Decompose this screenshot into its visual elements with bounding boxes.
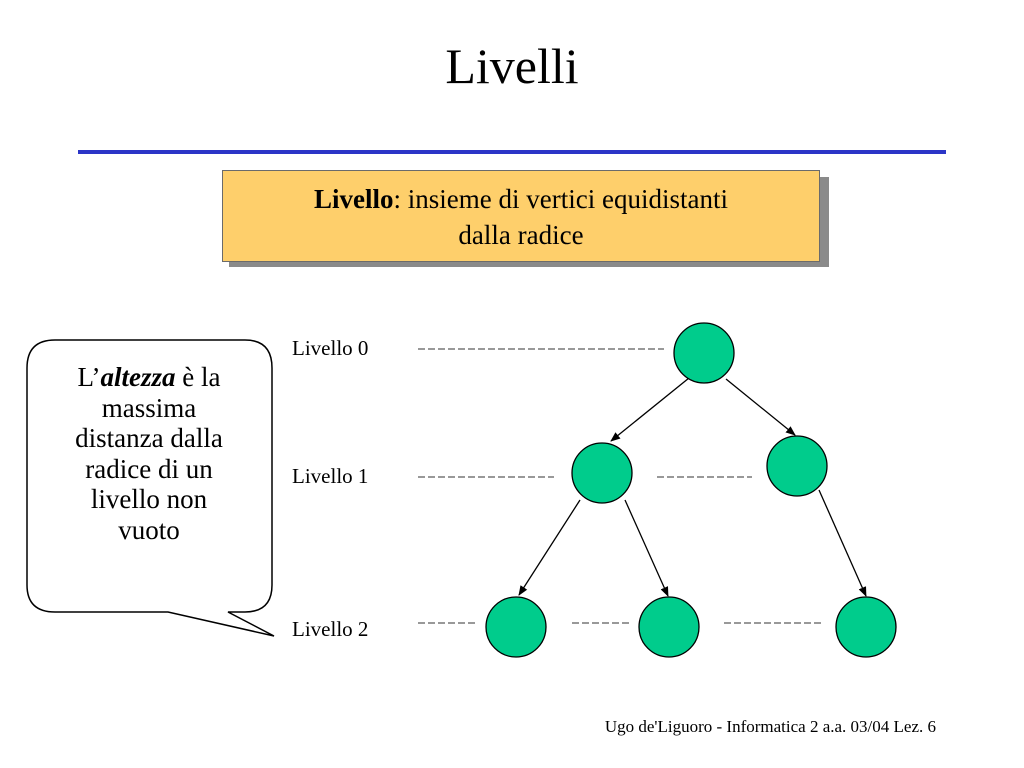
root-node xyxy=(673,322,735,384)
definition-text-line2: dalla radice xyxy=(458,220,584,250)
callout-line-2: distanza dalla xyxy=(75,423,223,453)
callout-after-term: è la xyxy=(175,362,221,392)
callout-line-3: radice di un xyxy=(85,453,213,484)
level-0-label: Livello 0 xyxy=(292,336,369,360)
edge-left-leaf2 xyxy=(624,499,669,597)
title-underline xyxy=(78,150,946,154)
callout-line-1: massima xyxy=(101,392,197,423)
level-1-label: Livello 1 xyxy=(292,464,369,488)
callout-term: altezza xyxy=(100,362,176,392)
definition-term: Livello xyxy=(314,184,394,214)
level-2-label: Livello 2 xyxy=(292,617,369,641)
callout-line-4: livello non xyxy=(90,484,208,514)
callout-line-5: vuoto xyxy=(118,514,180,545)
definition-box: Livello: insieme di vertici equidistanti… xyxy=(222,170,820,262)
edge-left-leaf1 xyxy=(518,499,581,596)
callout-prefix: L’ xyxy=(77,362,101,392)
level2-node-2 xyxy=(638,596,700,658)
edge-root-right xyxy=(725,378,796,436)
footer-credit: Ugo de'Liguoro - Informatica 2 a.a. 03/0… xyxy=(604,717,936,736)
level2-node-1 xyxy=(485,596,547,658)
level1-right-node xyxy=(766,435,828,497)
edge-root-left xyxy=(610,377,690,442)
level1-left-node xyxy=(571,442,633,504)
slide-title: Livelli xyxy=(445,38,579,94)
callout-bubble xyxy=(26,339,275,637)
definition-text: : insieme di vertici equidistanti xyxy=(393,184,728,214)
callout-text: L’altezza è la massima distanza dalla ra… xyxy=(34,362,264,545)
edge-right-leaf3 xyxy=(818,489,867,597)
level2-node-3 xyxy=(835,596,897,658)
